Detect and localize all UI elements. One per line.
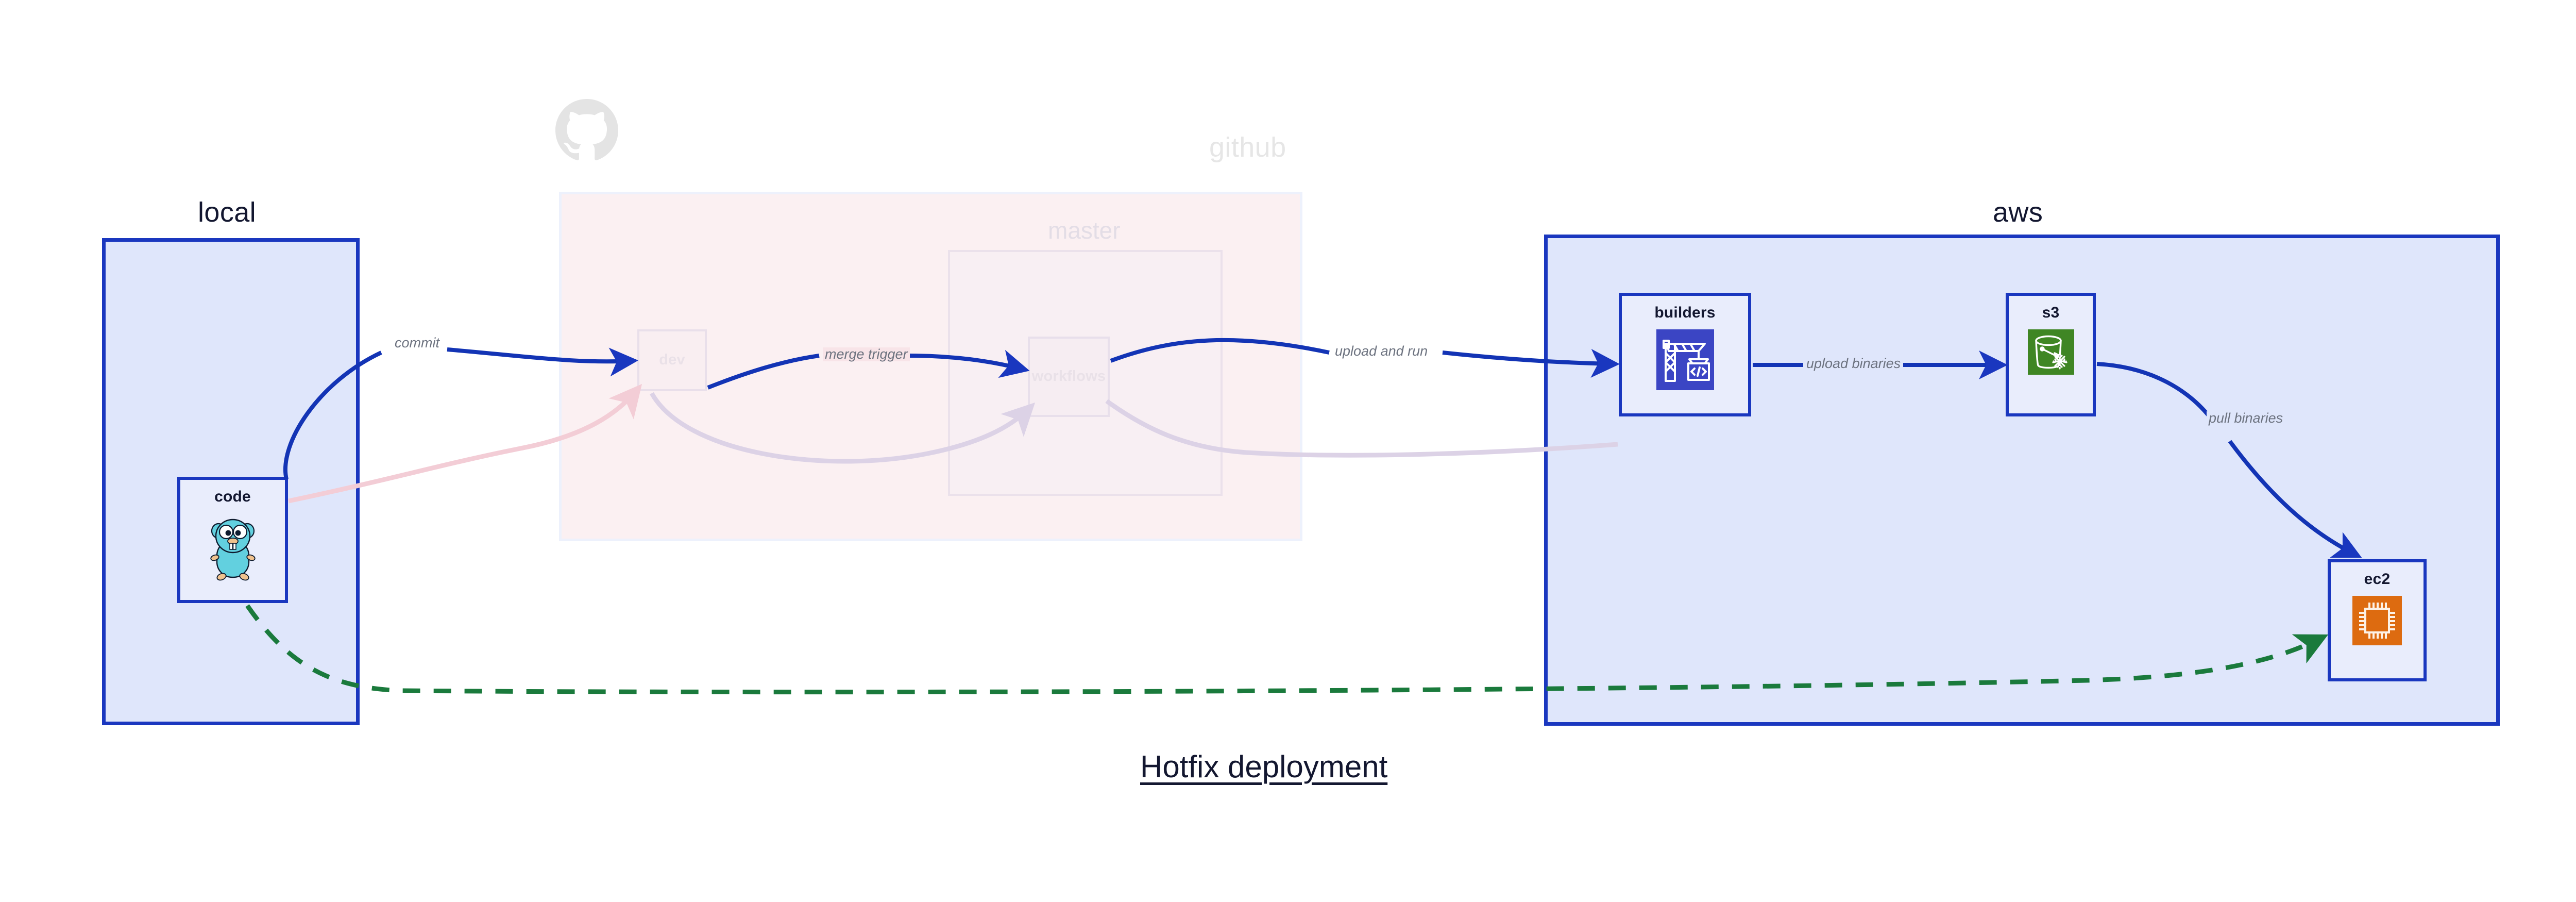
edge-label-commit: commit	[393, 336, 442, 350]
node-builders[interactable]: builders	[1619, 293, 1751, 416]
cpu-chip-icon	[2352, 596, 2402, 648]
edge-upload-and-run-a	[1110, 338, 1330, 363]
node-s3[interactable]: s3	[2006, 293, 2096, 416]
group-label-github: github	[1209, 132, 1286, 163]
s3-bucket-icon	[2027, 329, 2074, 377]
edge-label-pull-binaries: pull binaries	[2207, 411, 2285, 425]
node-label-code: code	[214, 488, 251, 505]
crane-code-icon	[1656, 329, 1714, 393]
edge-label-upload-and-run: upload and run	[1333, 344, 1430, 358]
node-label-workflows: workflows	[1031, 368, 1106, 385]
edge-upload-and-run-b	[1442, 348, 1620, 378]
node-workflows[interactable]: workflows	[1028, 337, 1110, 417]
edge-pull-binaries-b	[2228, 440, 2362, 558]
subgroup-master[interactable]	[948, 250, 1223, 496]
edge-commit-a	[283, 350, 382, 480]
node-label-ec2: ec2	[2364, 571, 2391, 588]
subgroup-label-master: master	[1048, 217, 1121, 244]
edge-hotfix-direct	[245, 604, 2329, 695]
edge-merge-trigger-b	[909, 349, 1030, 378]
edge-faded-dev-workflows	[650, 392, 1036, 464]
github-octocat-icon	[555, 99, 618, 162]
node-label-dev: dev	[659, 352, 685, 369]
edge-merge-trigger-a	[707, 354, 820, 390]
edge-label-merge-trigger: merge trigger	[823, 347, 910, 361]
edge-commit-b	[447, 347, 638, 377]
node-dev[interactable]: dev	[637, 329, 707, 391]
group-label-aws: aws	[1993, 197, 2043, 228]
diagram-title: Hotfix deployment	[1140, 749, 1388, 784]
edge-label-upload-binaries: upload binaries	[1804, 357, 1903, 371]
edge-pull-binaries-a	[2096, 362, 2212, 419]
node-ec2[interactable]: ec2	[2328, 559, 2427, 681]
node-label-s3: s3	[2042, 304, 2060, 321]
edge-faded-workflows-out	[1105, 399, 1618, 458]
edge-faded-code-dev	[288, 383, 642, 504]
group-label-local: local	[198, 197, 257, 228]
node-label-builders: builders	[1654, 304, 1716, 321]
go-gopher-icon	[205, 513, 261, 584]
node-code[interactable]: code	[177, 477, 288, 603]
